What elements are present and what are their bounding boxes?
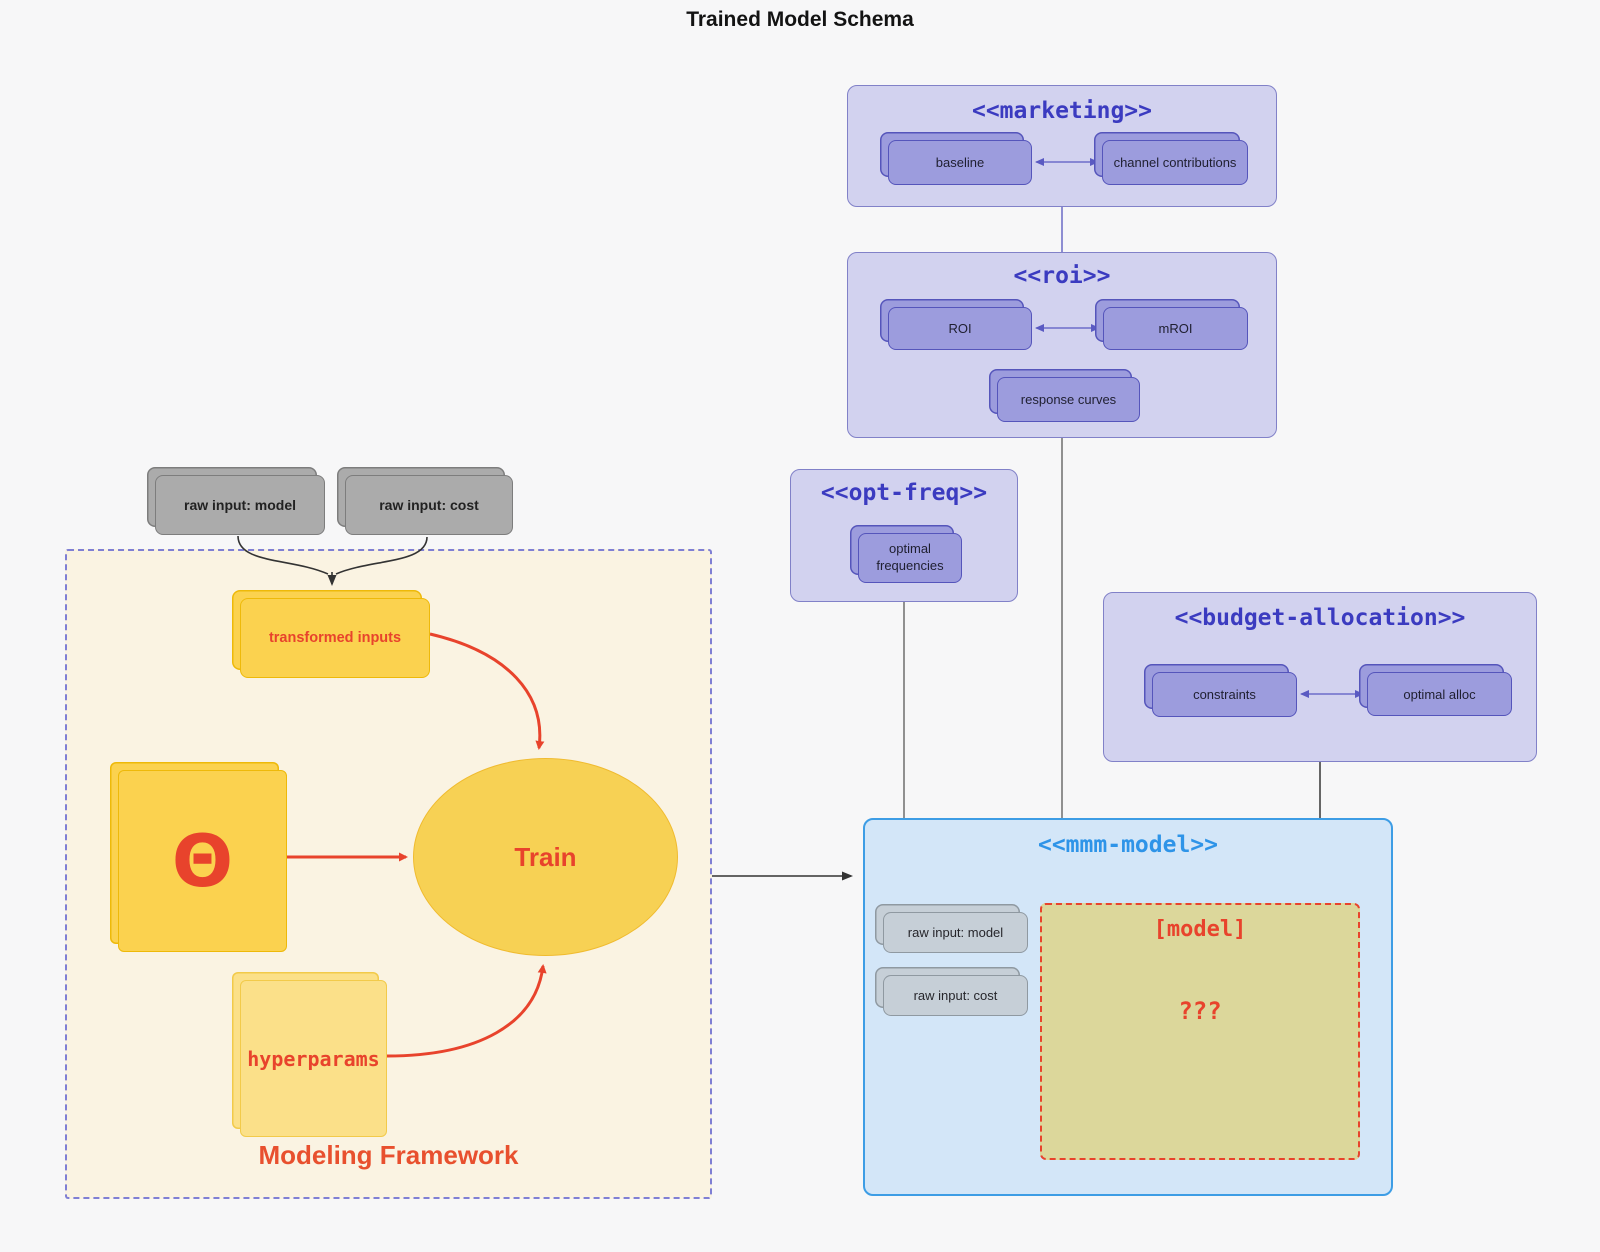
- node-train: Train: [413, 758, 678, 956]
- node-theta: Θ: [118, 770, 287, 952]
- node-mroi: mROI: [1103, 307, 1248, 350]
- arrow-transformed-train: [429, 632, 545, 750]
- node-baseline: baseline: [888, 140, 1032, 185]
- node-roi: ROI: [888, 307, 1032, 350]
- group-roi-title: <<roi>>: [1013, 263, 1111, 289]
- model-placeholder-body: ???: [1178, 997, 1222, 1025]
- node-constraints: constraints: [1152, 672, 1297, 717]
- node-optimal-alloc: optimal alloc: [1367, 672, 1512, 716]
- group-modeling-framework-label: Modeling Framework: [258, 1140, 519, 1170]
- page-title: Trained Model Schema: [686, 8, 914, 31]
- node-response-curves: response curves: [997, 377, 1140, 422]
- group-budget-allocation-title: <<budget-allocation>>: [1174, 605, 1466, 631]
- model-placeholder-box: [model] ???: [1040, 903, 1360, 1160]
- node-mmm-raw-input-model: raw input: model: [883, 912, 1028, 953]
- model-placeholder-title: [model]: [1153, 917, 1247, 942]
- node-raw-input-model: raw input: model: [155, 475, 325, 535]
- node-channel-contributions: channel contributions: [1102, 140, 1248, 185]
- wire-rawcost-merge: [335, 536, 428, 575]
- arrow-hyperparams-train: [386, 964, 547, 1058]
- group-opt-freq-title: <<opt-freq>>: [820, 480, 988, 506]
- group-marketing-title: <<marketing>>: [971, 98, 1152, 124]
- node-optimal-frequencies: optimal frequencies: [858, 533, 962, 583]
- node-transformed-inputs: transformed inputs: [240, 598, 430, 678]
- node-mmm-raw-input-cost: raw input: cost: [883, 975, 1028, 1016]
- group-mmm-model-title: <<mmm-model>>: [1037, 832, 1218, 858]
- node-hyperparams: hyperparams: [240, 980, 387, 1137]
- wire-rawmodel-merge: [237, 535, 329, 575]
- node-raw-input-cost: raw input: cost: [345, 475, 513, 535]
